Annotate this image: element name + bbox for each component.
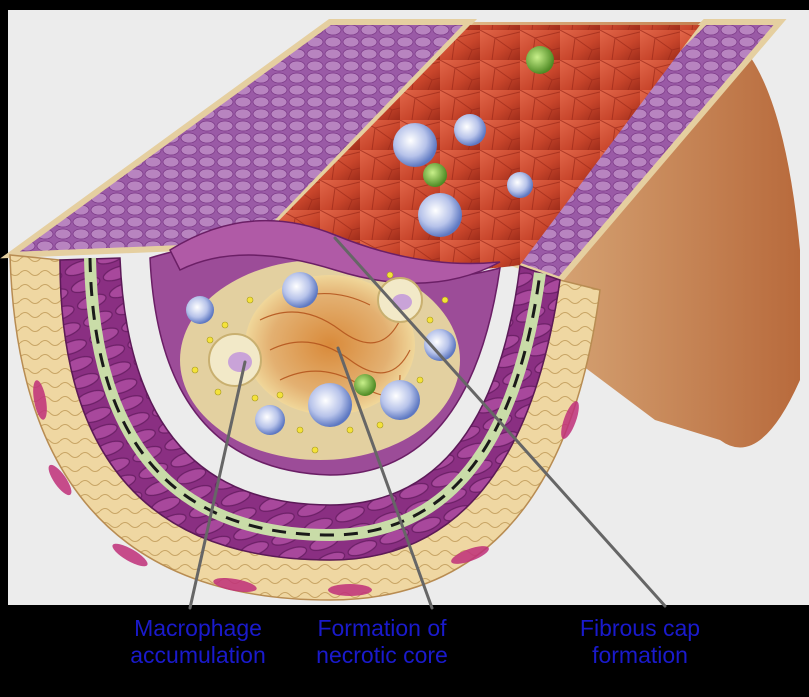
label-necrotic-core-formation: Formation of necrotic core [282, 615, 482, 669]
label-macrophage-accumulation: Macrophage accumulation [118, 615, 278, 669]
label-fibrous-cap-formation: Fibrous cap formation [555, 615, 725, 669]
